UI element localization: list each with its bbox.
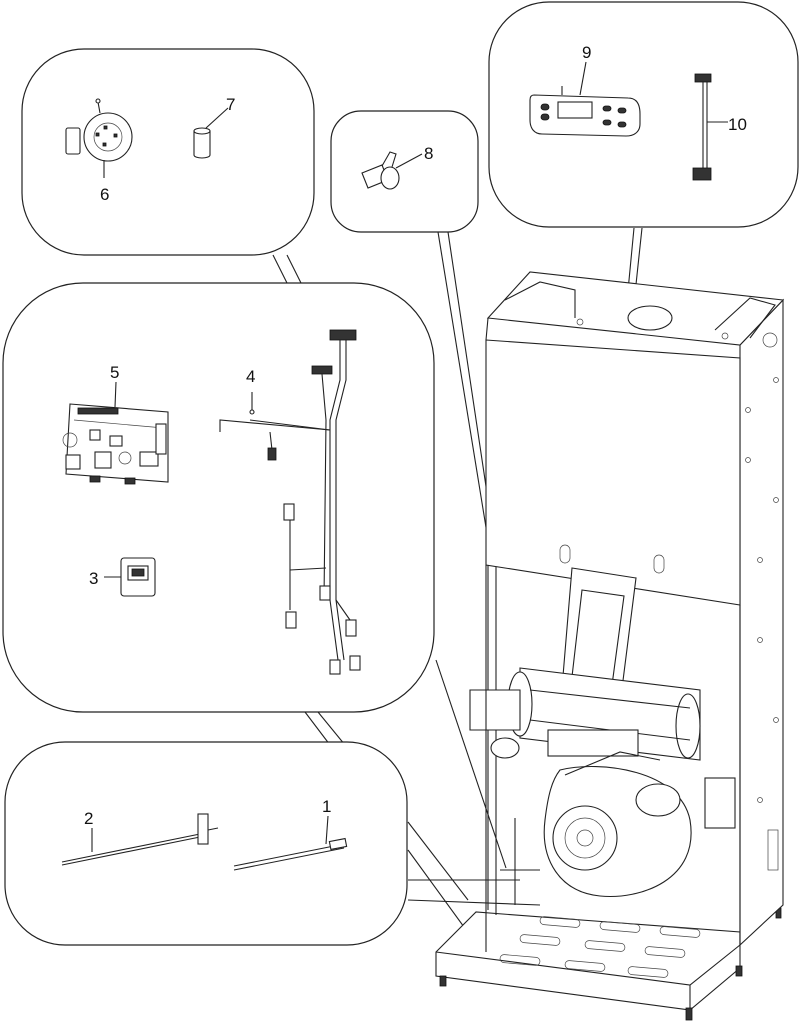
sensor-8-icon: [361, 151, 423, 190]
callout-3: 3: [89, 569, 98, 588]
callout-7: 7: [226, 95, 235, 114]
wiring-harness-icon: [219, 329, 361, 675]
pressure-switch-icon: [65, 98, 133, 178]
base-frame: [435, 911, 741, 1011]
control-display-icon: [529, 61, 641, 137]
leader-lines: [272, 227, 643, 961]
pcb-board-icon: [62, 381, 169, 485]
bubble-part-8: 8: [330, 110, 479, 233]
base-slots: [499, 916, 701, 978]
rod-icon: [233, 815, 348, 871]
callout-10: 10: [728, 115, 747, 134]
side-holes: [745, 332, 779, 871]
tube-sleeve-icon: [193, 107, 229, 159]
flue-spigot: [627, 305, 673, 331]
callout-1: 1: [322, 797, 331, 816]
bubble-parts-6-7: 6 7: [21, 48, 315, 256]
ignition-electrode-icon: [61, 813, 219, 866]
callout-8: 8: [424, 144, 433, 163]
bubble-parts-1-2: 2 1: [4, 741, 408, 946]
bubble-parts-3-4-5: 5 4 3: [2, 282, 435, 713]
callout-2: 2: [84, 809, 93, 828]
fuse-holder-icon: [104, 557, 156, 597]
front-cover: [485, 339, 741, 606]
callout-5: 5: [110, 363, 119, 382]
callout-6: 6: [100, 185, 109, 204]
boiler-unit: [435, 271, 785, 1021]
right-side-panel: [739, 298, 784, 947]
bubble-parts-9-10: 9 10: [488, 1, 799, 228]
callout-4: 4: [246, 367, 255, 386]
callout-9: 9: [582, 43, 591, 62]
ribbon-cable-icon: [692, 73, 728, 181]
